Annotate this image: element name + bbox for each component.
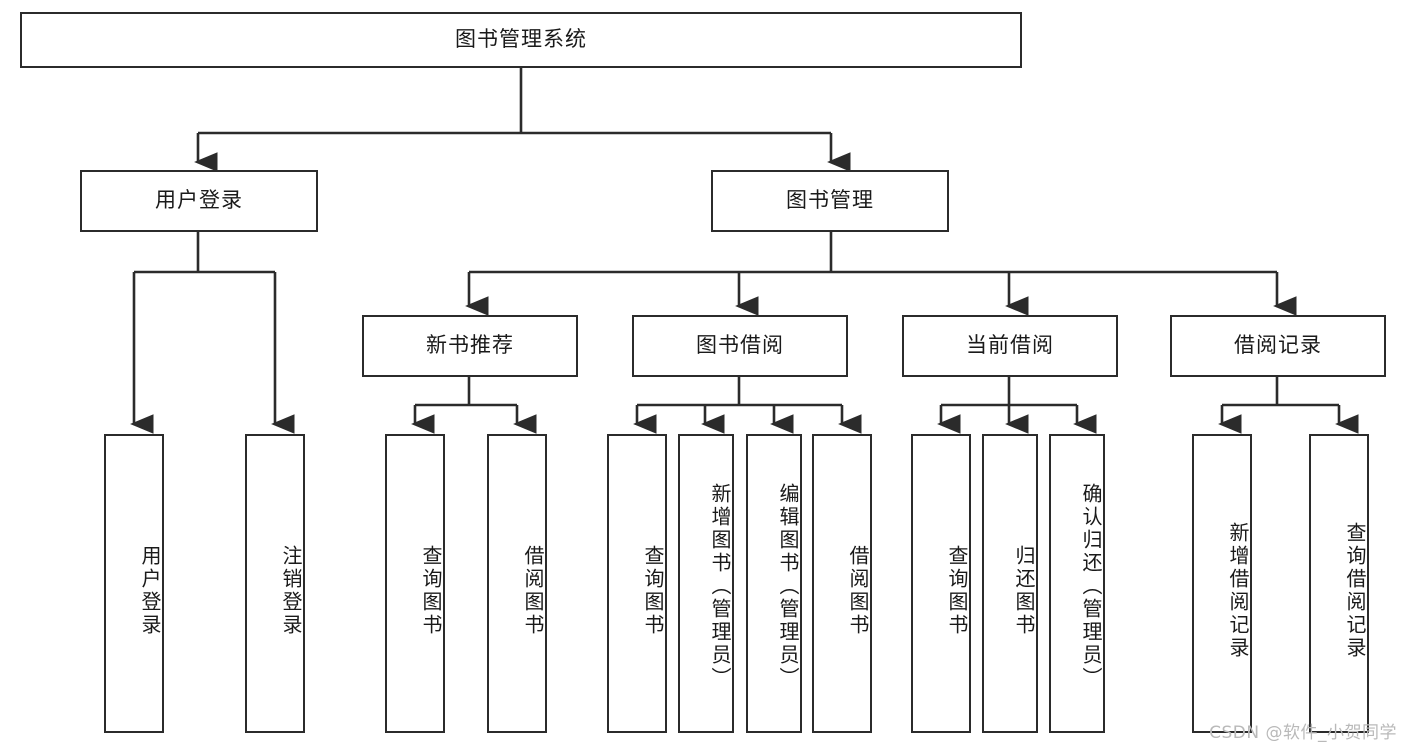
leaf-logout[interactable]: 注销登录 <box>245 434 305 733</box>
leaf-query-book-3[interactable]: 查询图书 <box>911 434 971 733</box>
leaf-query-book-2[interactable]: 查询图书 <box>607 434 667 733</box>
leaf-label: 新增图书（管理员） <box>708 483 732 690</box>
node-book-management[interactable]: 图书管理 <box>711 170 949 232</box>
leaf-confirm-return[interactable]: 确认归还（管理员） <box>1049 434 1105 733</box>
node-new-book-recommend[interactable]: 新书推荐 <box>362 315 578 377</box>
leaf-label: 借阅图书 <box>521 544 545 637</box>
leaf-add-book[interactable]: 新增图书（管理员） <box>678 434 734 733</box>
leaf-label: 查询借阅记录 <box>1343 521 1367 660</box>
leaf-query-record[interactable]: 查询借阅记录 <box>1309 434 1369 733</box>
leaf-label: 编辑图书（管理员） <box>776 483 800 690</box>
leaf-label: 查询图书 <box>419 544 443 637</box>
leaf-add-record[interactable]: 新增借阅记录 <box>1192 434 1252 733</box>
leaf-label: 注销登录 <box>279 544 303 637</box>
leaf-label: 归还图书 <box>1012 544 1036 637</box>
leaf-label: 确认归还（管理员） <box>1079 483 1103 690</box>
leaf-borrow-book-1[interactable]: 借阅图书 <box>487 434 547 733</box>
csdn-watermark: CSDN @软件_小贺同学 <box>1209 723 1397 743</box>
leaf-label: 用户登录 <box>138 544 162 637</box>
leaf-label: 查询图书 <box>641 544 665 637</box>
leaf-label: 新增借阅记录 <box>1226 521 1250 660</box>
leaf-query-book-1[interactable]: 查询图书 <box>385 434 445 733</box>
node-book-borrow[interactable]: 图书借阅 <box>632 315 848 377</box>
node-borrow-record[interactable]: 借阅记录 <box>1170 315 1386 377</box>
node-root-system[interactable]: 图书管理系统 <box>20 12 1022 68</box>
node-user-login[interactable]: 用户登录 <box>80 170 318 232</box>
leaf-label: 查询图书 <box>945 544 969 637</box>
leaf-label: 借阅图书 <box>846 544 870 637</box>
node-current-borrow[interactable]: 当前借阅 <box>902 315 1118 377</box>
leaf-edit-book[interactable]: 编辑图书（管理员） <box>746 434 802 733</box>
leaf-user-login[interactable]: 用户登录 <box>104 434 164 733</box>
leaf-return-book[interactable]: 归还图书 <box>982 434 1038 733</box>
leaf-borrow-book-2[interactable]: 借阅图书 <box>812 434 872 733</box>
